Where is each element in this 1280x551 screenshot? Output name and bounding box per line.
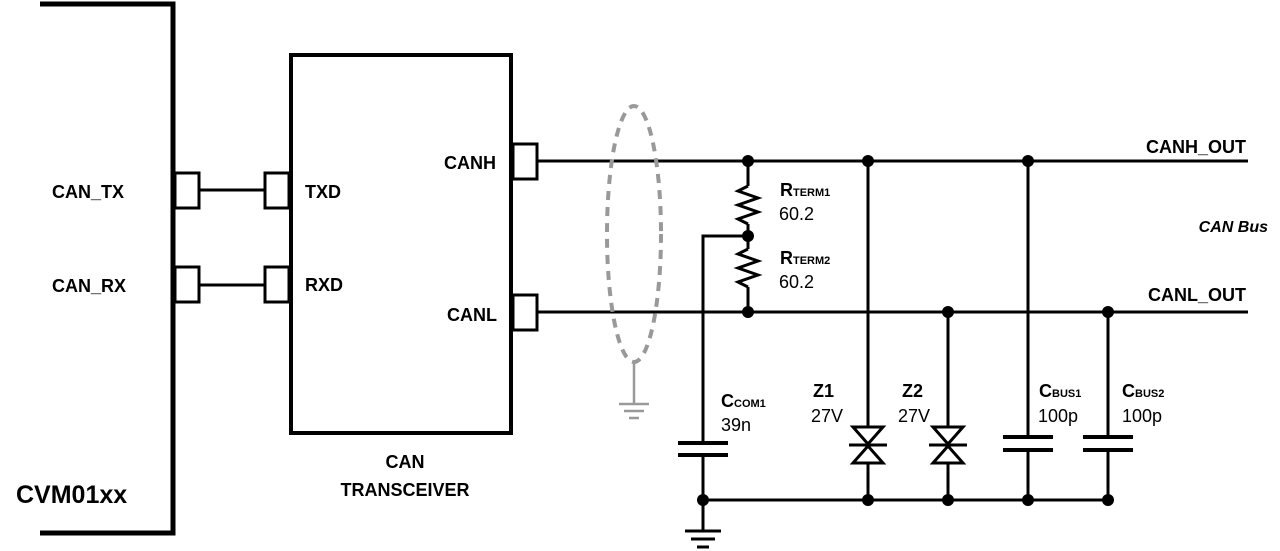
cbus2-capacitor <box>1083 312 1133 500</box>
rterm1-value: 60.2 <box>779 204 814 224</box>
node-canh-rterm <box>742 155 754 167</box>
shield-ground-icon <box>619 362 649 420</box>
cbus1-label: CBUS1 <box>1039 381 1081 401</box>
twisted-pair-shield <box>605 104 663 364</box>
node-rail-z2 <box>942 494 954 506</box>
canh-label: CANH <box>444 153 496 173</box>
mcu-pin-rx-label: CAN_RX <box>52 276 126 296</box>
z2-label: Z2 <box>902 381 923 401</box>
ground-icon <box>685 517 721 549</box>
ccom1-label: CCOM1 <box>721 391 766 411</box>
node-canl-z2 <box>942 306 954 318</box>
mcu-pin-tx-label: CAN_TX <box>52 182 124 202</box>
z1-tvs-diode <box>849 161 887 500</box>
transceiver-body <box>289 53 513 435</box>
can-bus-label: CAN Bus <box>1199 219 1268 236</box>
cbus2-value: 100p <box>1122 406 1162 426</box>
mcu-pin-rx <box>173 265 201 304</box>
rterm2-value: 60.2 <box>779 272 814 292</box>
z2-tvs-diode <box>929 312 967 500</box>
node-canh-z1 <box>862 155 874 167</box>
ccom1-value: 39n <box>721 415 751 435</box>
transceiver-pin-rxd <box>263 265 291 304</box>
transceiver-pin-txd <box>263 171 291 210</box>
rterm1-label: RTERM1 <box>780 180 830 200</box>
node-rail-cbus1 <box>1022 494 1034 506</box>
transceiver-pin-canl <box>511 293 539 332</box>
z1-value: 27V <box>811 406 843 426</box>
canl-label: CANL <box>447 305 497 325</box>
node-rail-ccom <box>697 494 709 506</box>
mcu-body <box>40 1 176 536</box>
rxd-label: RXD <box>305 275 343 295</box>
rterm2-label: RTERM2 <box>780 248 830 268</box>
mcu-pin-tx <box>173 171 201 210</box>
node-canh-cbus1 <box>1022 155 1034 167</box>
z2-value: 27V <box>898 406 930 426</box>
transceiver-title-2: TRANSCEIVER <box>340 480 469 500</box>
canl-out-label: CANL_OUT <box>1148 285 1246 305</box>
cbus2-label: CBUS2 <box>1122 381 1164 401</box>
transceiver-title-1: CAN <box>386 452 425 472</box>
cbus1-capacitor <box>1003 161 1053 500</box>
cbus1-value: 100p <box>1038 406 1078 426</box>
mcu-name: CVM01xx <box>16 481 127 509</box>
z1-label: Z1 <box>813 381 834 401</box>
transceiver-pin-canh <box>511 142 539 181</box>
txd-label: TXD <box>305 182 341 202</box>
node-rail-cbus2 <box>1102 494 1114 506</box>
canh-out-label: CANH_OUT <box>1146 137 1246 157</box>
node-rail-z1 <box>862 494 874 506</box>
ccom1-capacitor <box>678 234 748 517</box>
node-canl-rterm <box>742 306 754 318</box>
node-canl-cbus2 <box>1102 306 1114 318</box>
